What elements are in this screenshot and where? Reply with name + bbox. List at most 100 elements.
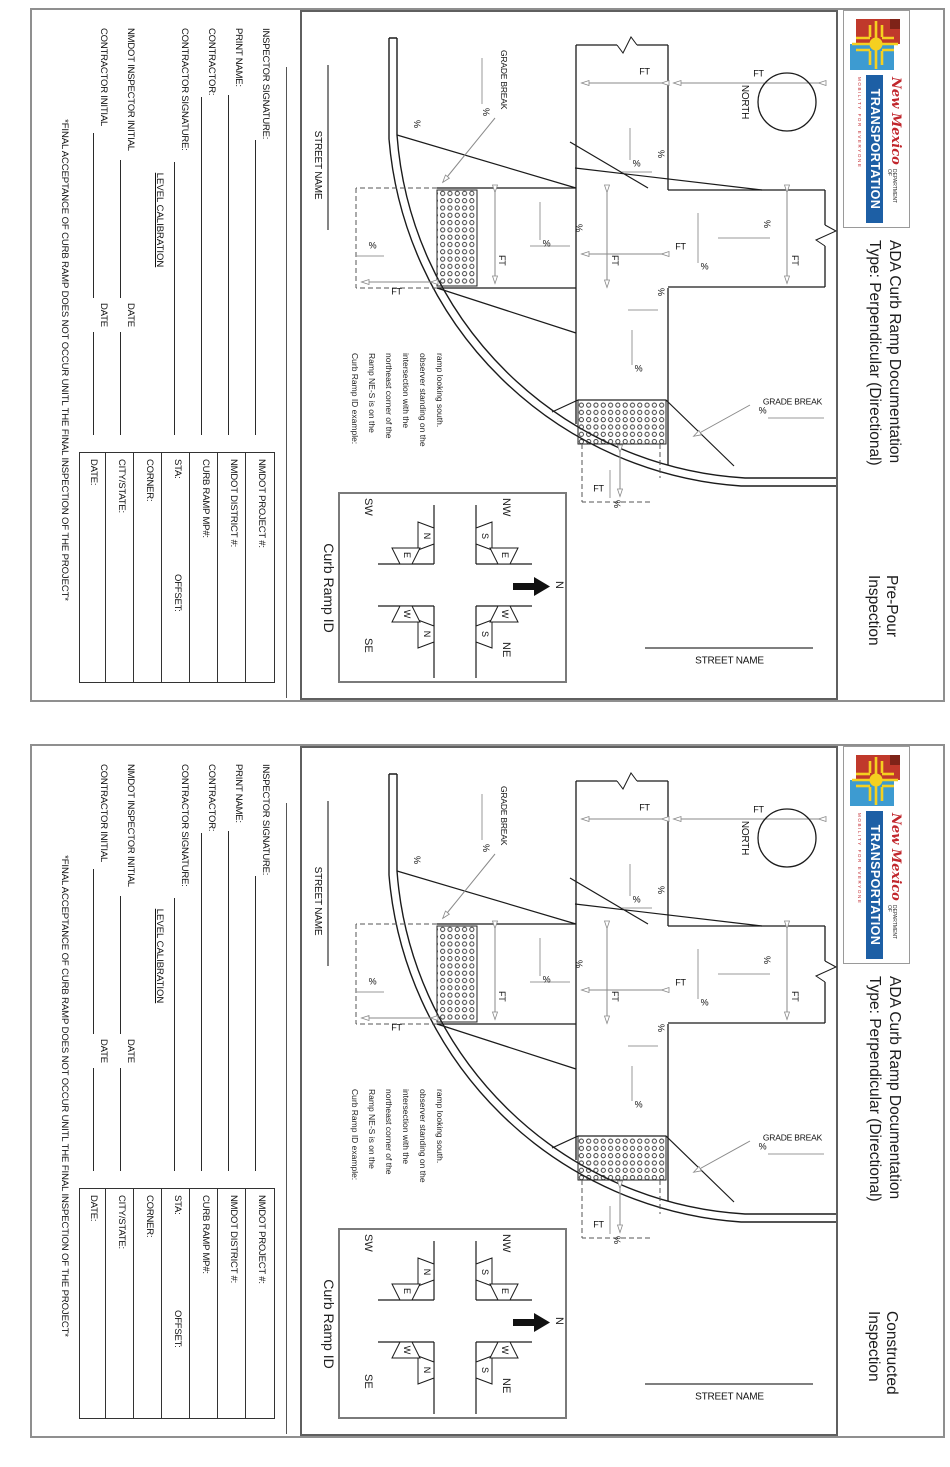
ramp-letter: E xyxy=(402,551,412,558)
quadrant-sw-label: SW xyxy=(362,1234,374,1252)
dim-ft-label: FT xyxy=(753,804,764,815)
table-row-divider xyxy=(217,1189,218,1418)
final-acceptance-footnote: *FINAL ACCEPTANCE OF CURB RAMP DOES NOT … xyxy=(59,855,70,1337)
contractor-signature-blank xyxy=(174,898,175,1171)
curb-ramp-id-box xyxy=(338,492,567,683)
table-row-label: CURB RAMP MP#: xyxy=(200,1195,211,1274)
contractor-signature-label: CONTRACTOR SIGNATURE: xyxy=(179,28,190,151)
slope-percent-label: % xyxy=(412,856,422,864)
date-label: DATE xyxy=(125,1039,136,1063)
note-line: Ramp NE-S is on the xyxy=(367,353,377,433)
form-divider xyxy=(286,67,287,698)
inspector-signature-blank xyxy=(255,140,256,435)
contractor-blank xyxy=(201,97,202,435)
table-row-label: CURB RAMP MP#: xyxy=(200,459,211,538)
contractor-signature-label: CONTRACTOR SIGNATURE: xyxy=(179,764,190,887)
note-line: northeast corner of the xyxy=(384,1089,394,1175)
dim-ft-label: FT xyxy=(497,991,507,1002)
quadrant-nw-label: NW xyxy=(500,498,512,517)
quadrant-nw-label: NW xyxy=(500,1234,512,1253)
contractor-initial-blank xyxy=(93,869,94,1034)
slope-percent-label: % xyxy=(656,1024,666,1032)
gutter-dashed-lines xyxy=(355,923,661,1239)
street-name-blank-lines xyxy=(327,801,813,1385)
slope-percent-label: % xyxy=(612,500,622,508)
dim-ft-label: FT xyxy=(753,68,764,79)
ramp-letter: E xyxy=(402,1287,412,1294)
print-name-blank xyxy=(228,831,229,1171)
form-divider xyxy=(286,803,287,1434)
table-row-label: CORNER: xyxy=(144,459,155,502)
quadrant-ne-label: NE xyxy=(500,1378,512,1394)
dome-field-south-ramp xyxy=(436,925,478,1023)
note-line: ramp looking south. xyxy=(435,353,445,428)
table-row-label: STA: xyxy=(172,1195,183,1215)
ramp-letter: N xyxy=(422,1268,432,1276)
contractor-initial-label: CONTRACTOR INITIAL xyxy=(98,28,109,127)
curb-ramp-id-box xyxy=(338,1228,567,1419)
note-line: Curb Ramp ID example: xyxy=(350,353,360,445)
table-row-label: CITY/STATE: xyxy=(116,1195,127,1249)
nmdot-zia-emblem-icon xyxy=(850,755,900,806)
slope-percent-label: % xyxy=(656,288,666,296)
note-line: observer standing on the xyxy=(418,1089,428,1183)
contractor-initial-label: CONTRACTOR INITIAL xyxy=(98,764,109,863)
note-line: Curb Ramp ID example: xyxy=(350,1089,360,1181)
dim-ft-label: FT xyxy=(391,1022,402,1033)
slope-percent-label: % xyxy=(542,238,551,249)
table-row-divider xyxy=(217,453,218,682)
compass-ramp-trapezoids xyxy=(391,521,519,649)
table-row-divider xyxy=(133,453,134,682)
dim-ft-label: FT xyxy=(593,483,604,494)
street-name-label-vertical: STREET NAME xyxy=(695,655,764,667)
table-row-label: NMDOT DISTRICT #: xyxy=(228,459,239,548)
ramp-letter: W xyxy=(402,609,412,619)
slope-percent-label: % xyxy=(542,974,551,985)
date-label: DATE xyxy=(98,1039,109,1063)
table-offset-label: OFFSET: xyxy=(172,1310,183,1348)
dim-ft-label: FT xyxy=(391,286,402,297)
dim-ft-label: FT xyxy=(675,977,686,988)
table-row-label: DATE: xyxy=(88,459,99,486)
note-line: intersection with the xyxy=(401,353,411,429)
compass-ramp-trapezoids xyxy=(391,1257,519,1385)
grade-break-percent-label: % xyxy=(758,1141,767,1152)
dim-ft-label: FT xyxy=(610,991,620,1002)
street-name-label-horizontal: STREET NAME xyxy=(312,866,323,936)
curb-ramp-plan-diagram xyxy=(327,36,838,678)
inspector-signature-label: INSPECTOR SIGNATURE: xyxy=(260,28,271,140)
ramp-letter: E xyxy=(500,551,510,558)
ramp-letter: E xyxy=(500,1287,510,1294)
dome-field-south-ramp xyxy=(436,189,478,287)
contractor-signature-blank xyxy=(174,162,175,435)
contractor-initial-blank xyxy=(93,133,94,298)
grade-break-label-west: GRADE BREAK xyxy=(499,786,509,846)
slope-percent-label: % xyxy=(612,1236,622,1244)
grade-break-label-west: GRADE BREAK xyxy=(499,50,509,110)
slope-label-lines xyxy=(356,58,824,498)
slope-label-lines xyxy=(356,794,824,1234)
ramp-letter: W xyxy=(500,1345,510,1355)
dome-field-east-ramp xyxy=(577,399,667,445)
slope-percent-label: % xyxy=(632,894,641,905)
table-offset-label: OFFSET: xyxy=(172,574,183,612)
curb-ramp-id-title: Curb Ramp ID xyxy=(321,1279,337,1369)
curb-ramp-id-note: Curb Ramp ID example: Ramp NE-S is on th… xyxy=(346,1089,448,1201)
dim-ft-label: FT xyxy=(675,241,686,252)
table-row-label: CORNER: xyxy=(144,1195,155,1238)
north-circle-icon xyxy=(757,808,817,868)
compass-north-letter: N xyxy=(553,581,565,589)
table-row-divider xyxy=(161,1189,162,1418)
table-row-divider xyxy=(245,1189,246,1418)
slope-percent-label: % xyxy=(762,956,772,964)
table-row-label: DATE: xyxy=(88,1195,99,1222)
note-line: observer standing on the xyxy=(418,353,428,447)
ramp-letter: S xyxy=(480,1268,490,1275)
nmdot-logo: New Mexico DEPARTMENT OF TRANSPORTATION … xyxy=(843,10,910,228)
note-line: intersection with the xyxy=(401,1089,411,1165)
date-label: DATE xyxy=(98,303,109,327)
print-name-label: PRINT NAME: xyxy=(233,764,244,823)
dim-ft-label: FT xyxy=(639,802,650,813)
slope-percent-label: % xyxy=(368,976,377,987)
contractor-blank xyxy=(201,833,202,1171)
